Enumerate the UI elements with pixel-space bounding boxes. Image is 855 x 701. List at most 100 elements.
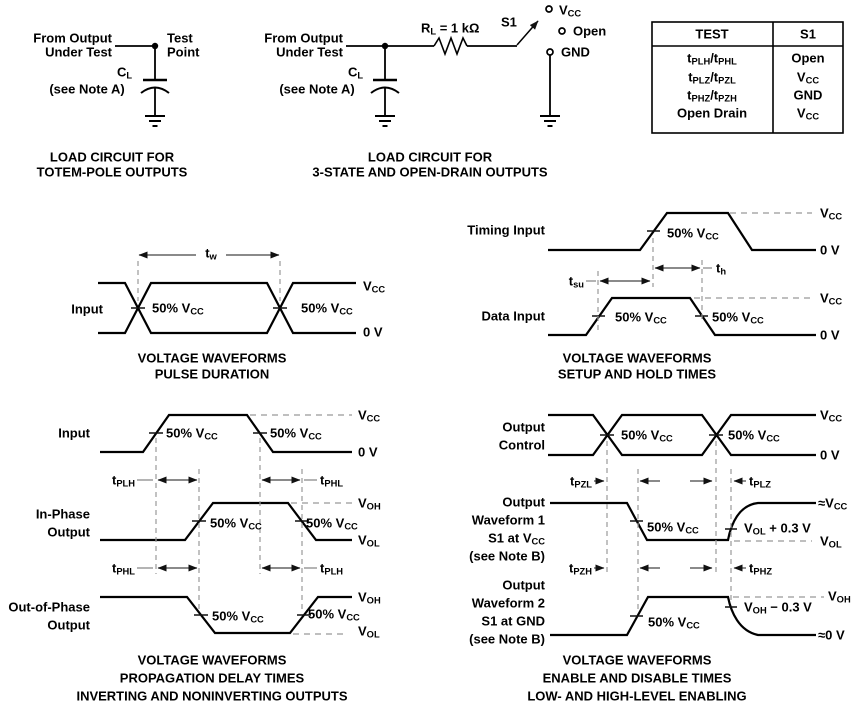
note-a-label: (see Note A) [49, 81, 125, 97]
sh-caption-line2: SETUP AND HOLD TIMES [557, 366, 717, 382]
sh-caption-line1: VOLTAGE WAVEFORMS [562, 350, 712, 366]
output-control-label-line1: Output [502, 419, 545, 435]
zero-level-label: 0 V [820, 327, 840, 343]
approx-zero-label: ≈0 V [818, 627, 845, 643]
approx-vcc-label: ≈VCC [818, 495, 848, 512]
s1-position-open-label: Open [573, 23, 607, 39]
s1-position-gnd-label: GND [561, 44, 590, 60]
data-input-label: Data Input [481, 308, 545, 324]
table-header-s1: S1 [800, 26, 816, 42]
ed-caption-line2: ENABLE AND DISABLE TIMES [542, 670, 732, 686]
waveform2-label-line3: S1 at GND [481, 613, 545, 629]
vol-plus-label: VOL + 0.3 V [744, 520, 811, 537]
table-cell-s1: GND [793, 87, 823, 103]
propagation-delay-art [100, 413, 352, 635]
waveform2-label-line1: Output [502, 577, 545, 593]
fifty-percent-label: 50% VCC [667, 225, 719, 242]
vol-level-label: VOL [358, 623, 380, 640]
fifty-percent-label: 50% VCC [166, 425, 218, 442]
fifty-percent-label: 50% VCC [306, 515, 358, 532]
totem-caption-line1: LOAD CIRCUIT FOR [49, 149, 175, 165]
tphl-label: tPHL [320, 472, 344, 489]
cl-capacitor-label: CL [117, 64, 133, 81]
three-state-circuit-art [346, 5, 566, 127]
vcc-level-label: VCC [820, 205, 843, 222]
voh-level-label: VOH [358, 495, 381, 512]
fifty-percent-label: 50% VCC [308, 606, 360, 623]
pulse-duration-art [98, 251, 356, 335]
totem-source-label-line2: Under Test [45, 44, 112, 60]
pd-input-label: Input [71, 301, 103, 317]
waveform2-label-line2: Waveform 2 [471, 595, 545, 611]
tpzl-label: tPZL [570, 473, 592, 490]
fifty-percent-label: 50% VCC [270, 425, 322, 442]
tphz-label: tPHZ [749, 560, 773, 577]
voh-level-label: VOH [828, 588, 851, 605]
tplz-label: tPLZ [749, 473, 771, 490]
timing-input-label: Timing Input [467, 222, 545, 238]
note-a-label-2: (see Note A) [279, 81, 355, 97]
table-header-test: TEST [695, 26, 729, 42]
test-point-label-line2: Point [167, 44, 200, 60]
table-cell-s1: VCC [796, 105, 820, 122]
totem-caption-line2: TOTEM-POLE OUTPUTS [36, 164, 188, 180]
totem-pole-circuit-art [115, 42, 170, 127]
fifty-percent-label: 50% VCC [648, 614, 700, 631]
vcc-level-label: VCC [820, 290, 843, 307]
ed-caption-line1: VOLTAGE WAVEFORMS [562, 652, 712, 668]
prop-input-label: Input [58, 425, 90, 441]
tplh-label: tPLH [320, 560, 344, 577]
voh-minus-label: VOH − 0.3 V [744, 599, 812, 616]
tplh-label: tPLH [111, 472, 135, 489]
waveform1-label-line1: Output [502, 494, 545, 510]
cl-capacitor-label-2: CL [348, 64, 364, 81]
out-phase-label-line2: Output [47, 617, 90, 633]
prop-caption-line2: PROPAGATION DELAY TIMES [119, 670, 305, 686]
in-phase-label-line1: In-Phase [35, 506, 90, 522]
tsu-label: tsu [568, 273, 584, 290]
s1-switch-label: S1 [501, 14, 517, 30]
out-phase-label-line1: Out-of-Phase [8, 599, 90, 615]
enable-disable-art [548, 413, 824, 637]
fifty-percent-label: 50% VCC [615, 309, 667, 326]
tw-label: tw [205, 245, 217, 262]
in-phase-label-line2: Output [47, 524, 90, 540]
table-cell-test: Open Drain [676, 105, 748, 121]
fifty-percent-label: 50% VCC [212, 608, 264, 625]
waveform1-label-line3: S1 at VCC [488, 530, 545, 547]
fifty-percent-label: 50% VCC [712, 309, 764, 326]
vcc-level-label: VCC [363, 278, 386, 295]
fifty-percent-label: 50% VCC [621, 427, 673, 444]
tphl-label: tPHL [111, 560, 135, 577]
pd-caption-line2: PULSE DURATION [154, 366, 270, 382]
pd-caption-line1: VOLTAGE WAVEFORMS [137, 350, 287, 366]
vol-level-label: VOL [820, 533, 842, 550]
tristate-source-label-line1: From Output [264, 30, 343, 46]
zero-level-label: 0 V [820, 447, 840, 463]
switch-arm [516, 20, 539, 46]
s1-position-vcc-label: VCC [559, 2, 582, 19]
waveform1-label-line2: Waveform 1 [471, 512, 545, 528]
s1-table-rules [651, 21, 844, 134]
output-control-label-line2: Control [498, 437, 545, 453]
tpzh-label: tPZH [568, 560, 592, 577]
prop-caption-line3: INVERTING AND NONINVERTING OUTPUTS [76, 688, 348, 701]
voh-level-label: VOH [358, 589, 381, 606]
zero-level-label: 0 V [820, 242, 840, 258]
fifty-percent-label: 50% VCC [210, 515, 262, 532]
setup-hold-art [548, 211, 816, 337]
table-cell-test: tPLZ/tPZL [688, 69, 736, 86]
fifty-percent-label: 50% VCC [647, 519, 699, 536]
rl-resistor-label: RL = 1 kΩ [421, 20, 480, 37]
fifty-percent-label: 50% VCC [301, 300, 353, 317]
prop-caption-line1: VOLTAGE WAVEFORMS [137, 652, 287, 668]
fifty-percent-label: 50% VCC [728, 427, 780, 444]
waveform2-label-line4: (see Note B) [469, 631, 545, 647]
table-cell-s1: VCC [796, 69, 820, 86]
zero-level-label: 0 V [363, 324, 383, 340]
tristate-caption-line1: LOAD CIRCUIT FOR [367, 149, 493, 165]
tristate-source-label-line2: Under Test [276, 44, 343, 60]
table-cell-s1: Open [791, 50, 825, 66]
